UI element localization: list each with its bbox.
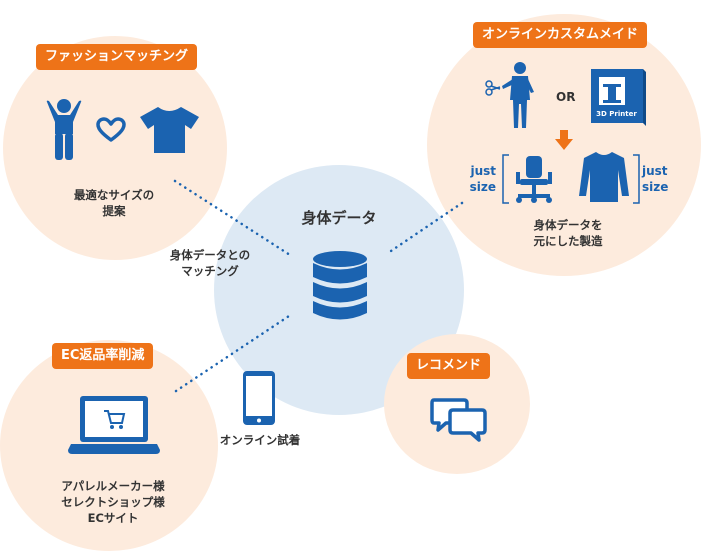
arrow-down-icon: [555, 130, 573, 150]
smartphone-icon: [243, 371, 275, 425]
just-size-left-2: size: [469, 180, 496, 194]
just-size-right: just size: [642, 163, 678, 195]
just-size-right-2: size: [642, 180, 669, 194]
fashion-caption-line1: 最適なサイズの: [73, 188, 155, 202]
person-icon: [46, 99, 82, 160]
matching-line2: マッチング: [181, 264, 239, 278]
connector-custom: [386, 201, 464, 255]
chair-icon: [516, 156, 552, 203]
bracket-left: [502, 154, 509, 204]
online-fitting-label: オンライン試着: [219, 433, 301, 447]
heart-icon: [96, 117, 126, 142]
center-title: 身体データ: [301, 209, 377, 227]
connector-fashion: [173, 179, 292, 257]
ec-caption-line1: アパレルメーカー様: [61, 479, 165, 493]
printer-icon: 3D Printer: [590, 68, 646, 126]
custom-caption: 身体データを 元にした製造: [518, 217, 618, 249]
database-icon: [313, 251, 367, 320]
chat-bubbles-icon: [430, 398, 487, 442]
ec-caption-line2: セレクトショップ様: [61, 495, 165, 509]
tshirt-icon: [140, 107, 199, 153]
just-size-left-1: just: [470, 164, 496, 178]
just-size-left: just size: [460, 163, 496, 195]
ec-badge: EC返品率削減: [52, 343, 154, 369]
fashion-caption: 最適なサイズの 提案: [64, 187, 164, 219]
sweater-icon: [579, 152, 629, 202]
custom-caption-line2: 元にした製造: [533, 234, 603, 248]
fashion-badge: ファッションマッチング: [36, 44, 198, 70]
laptop-cart-icon: [68, 396, 160, 454]
printer-label: 3D Printer: [596, 110, 637, 118]
matching-line1: 身体データとの: [169, 248, 251, 262]
ec-caption-line3: ECサイト: [87, 511, 139, 525]
connector-ec: [174, 312, 294, 393]
fashion-caption-line2: 提案: [102, 204, 126, 218]
custom-badge: オンラインカスタムメイド: [473, 22, 648, 48]
recommend-badge: レコメンド: [407, 353, 491, 379]
or-label: OR: [556, 90, 576, 104]
matching-label: 身体データとの マッチング: [160, 247, 260, 279]
bracket-right: [633, 154, 640, 204]
ec-caption: アパレルメーカー様 セレクトショップ様 ECサイト: [48, 478, 178, 526]
tailor-icon: [485, 62, 534, 128]
just-size-right-1: just: [642, 164, 668, 178]
fashion-circle: [3, 36, 227, 260]
custom-caption-line1: 身体データを: [533, 218, 603, 232]
